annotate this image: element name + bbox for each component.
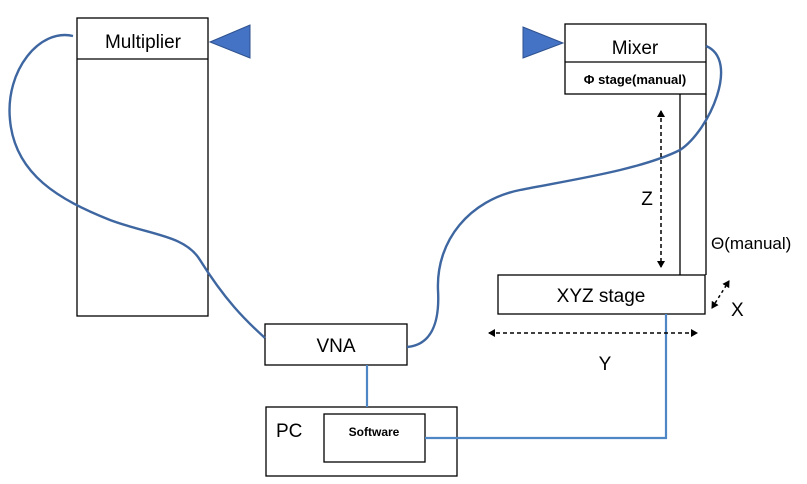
z-axis-label: Z xyxy=(641,189,653,210)
vna-block: VNA xyxy=(264,323,408,366)
vna-mixer-cable xyxy=(406,44,723,349)
multiplier-block: Multiplier xyxy=(76,17,209,317)
multiplier-label: Multiplier xyxy=(105,32,182,53)
pc-block: PC Software xyxy=(265,406,458,477)
mixer-label: Mixer xyxy=(612,38,659,59)
y-axis-label: Y xyxy=(599,354,612,375)
theta-label: Θ(manual) xyxy=(711,234,791,253)
multiplier-horn-icon xyxy=(208,24,251,59)
mixer-horn-icon xyxy=(522,26,565,59)
x-axis-label: X xyxy=(731,300,744,321)
software-stage-link xyxy=(425,314,668,440)
x-axis-arrow xyxy=(711,280,730,309)
mixer-block: Mixer Φ stage(manual) xyxy=(564,23,707,95)
xyz-stage-label: XYZ stage xyxy=(557,286,646,307)
pc-label: PC xyxy=(276,421,302,442)
software-label: Software xyxy=(349,425,400,439)
vna-label: VNA xyxy=(316,336,355,357)
phi-stage-label: Φ stage(manual) xyxy=(584,72,686,87)
xyz-stage-block: XYZ stage xyxy=(497,274,706,315)
multiplier-vna-cable xyxy=(8,33,266,339)
